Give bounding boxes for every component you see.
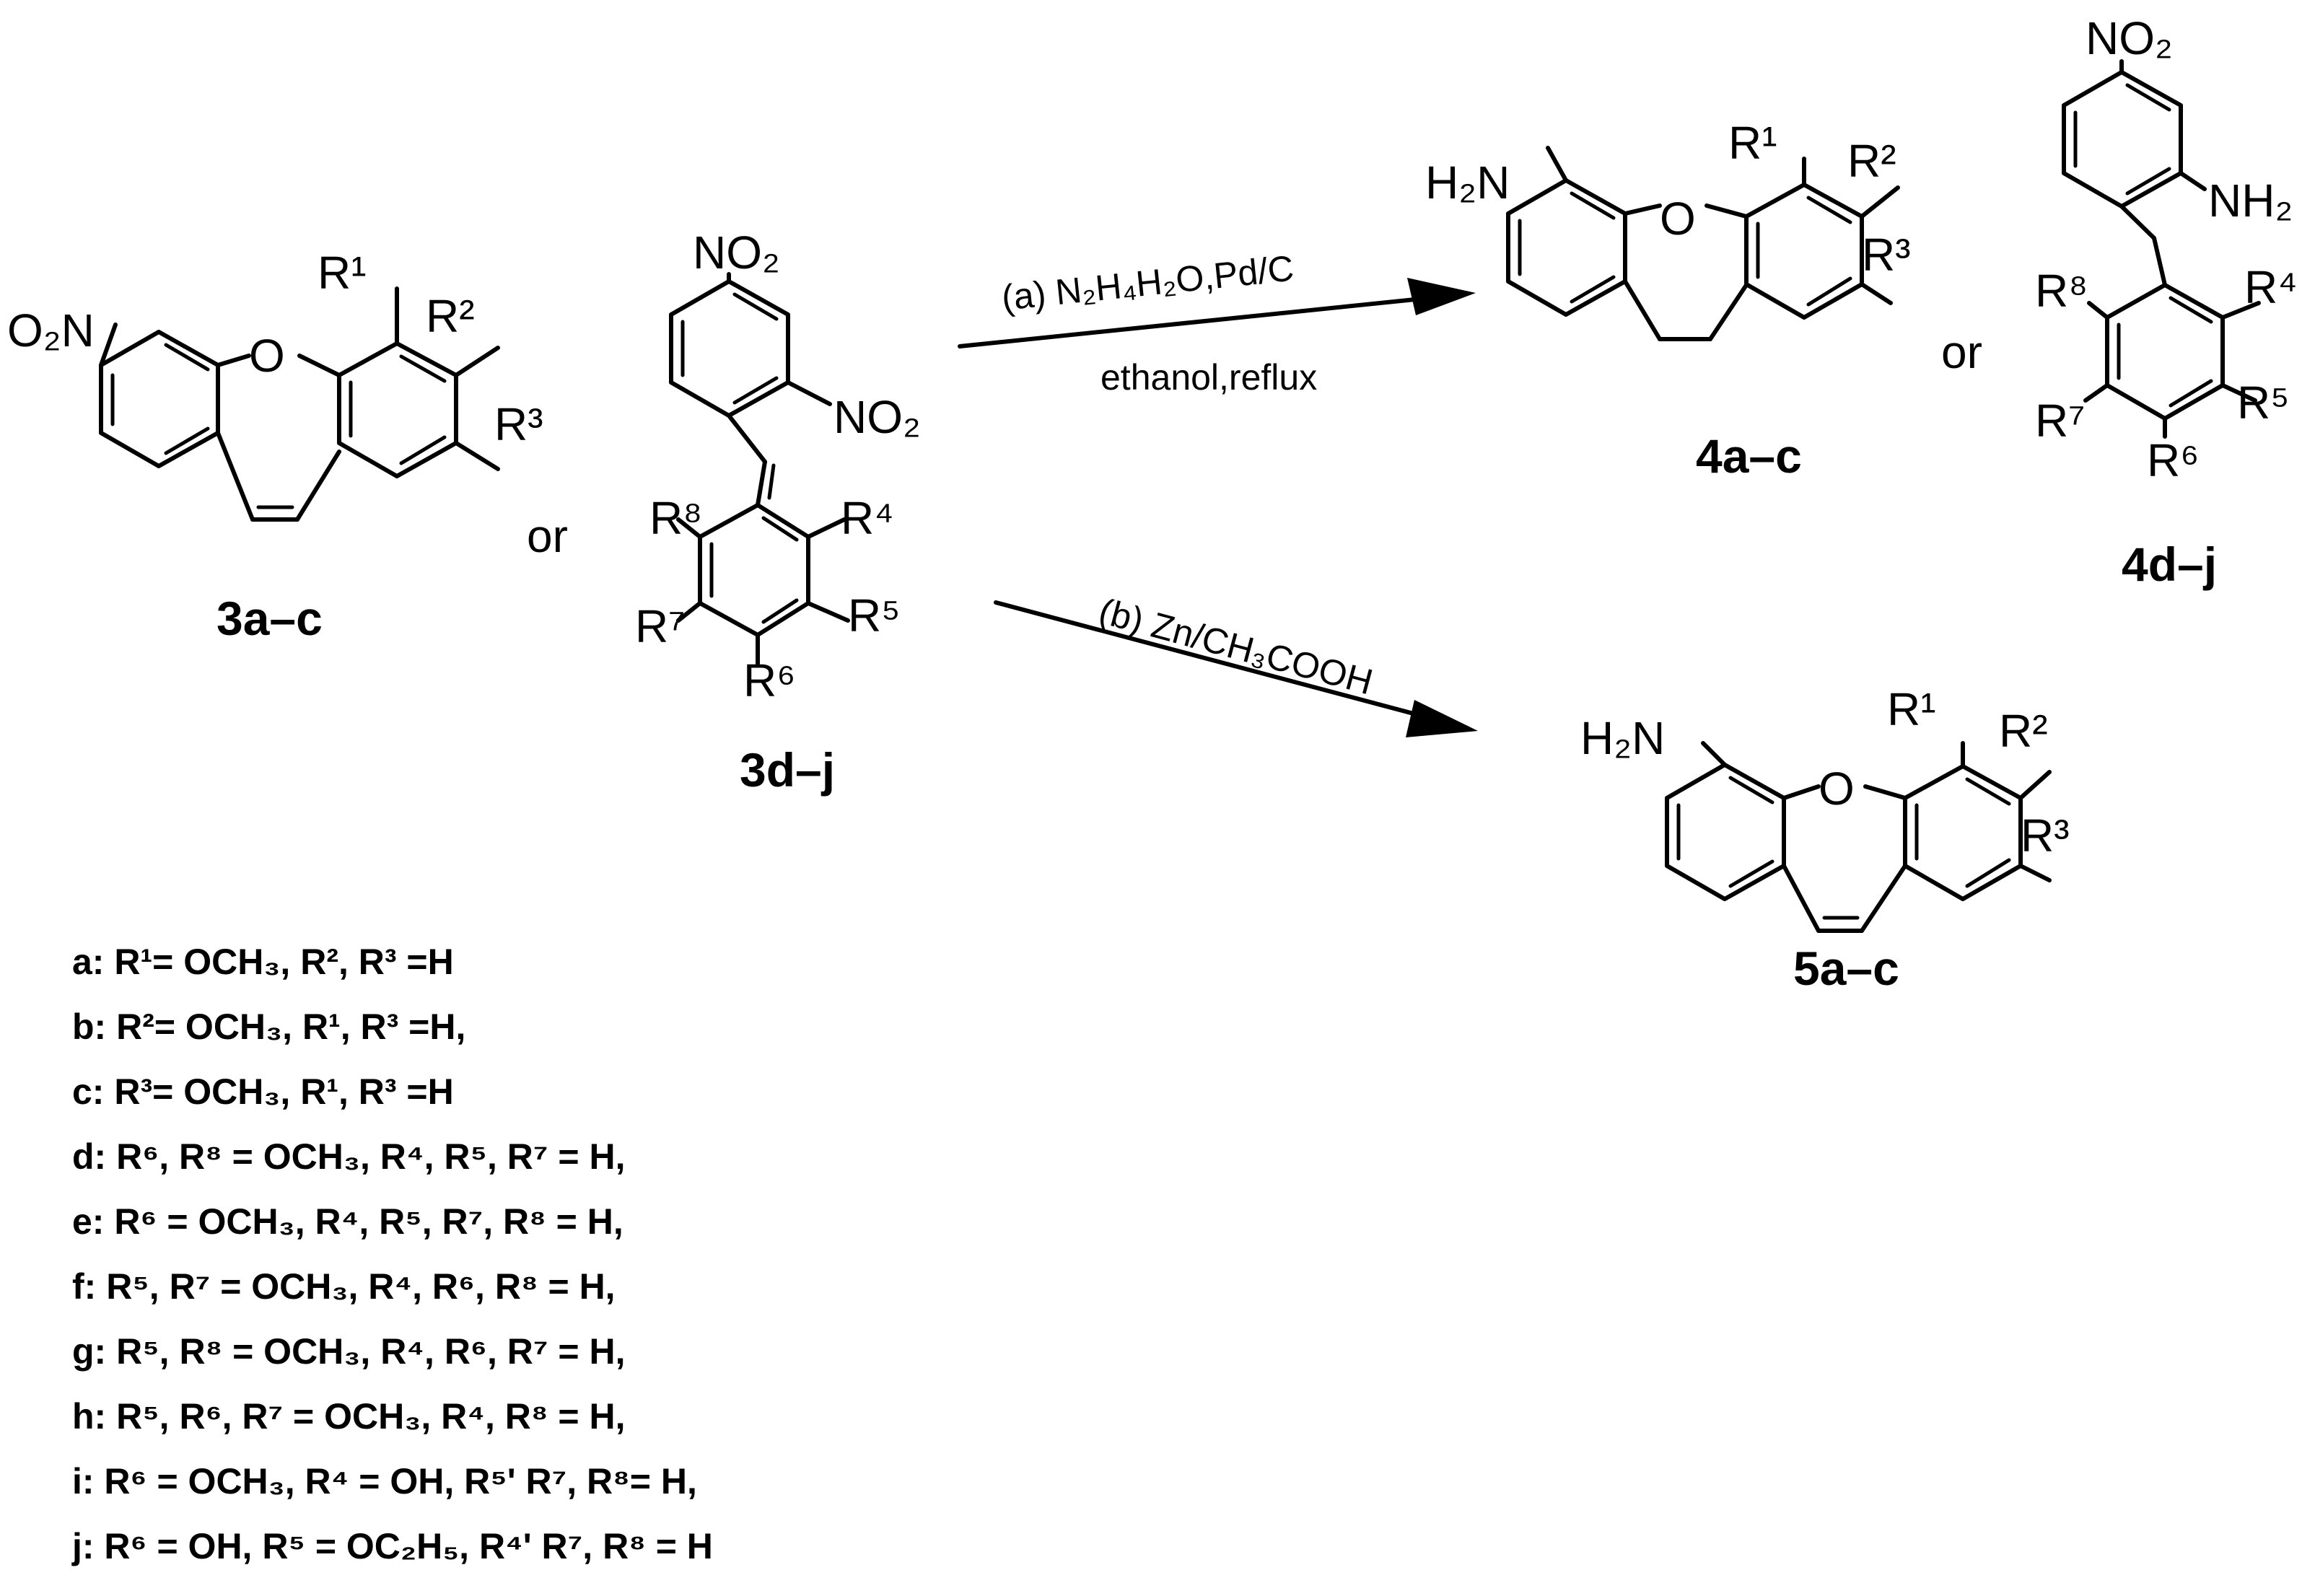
substituent-row-e: e: R⁶ = OCH₃, R⁴, R⁵, R⁷, R⁸ = H, bbox=[72, 1201, 623, 1242]
condition-a-solvent: ethanol,reflux bbox=[1100, 357, 1317, 398]
substituent-row-h: h: R⁵, R⁶, R⁷ = OCH₃, R⁴, R⁸ = H, bbox=[72, 1396, 625, 1437]
amine-label-5ac: H₂N bbox=[1580, 712, 1665, 764]
oxygen-label-4ac: O bbox=[1660, 193, 1696, 245]
r1-label-3ac: R¹ bbox=[318, 247, 367, 299]
compound-label-3d-j: 3d–j bbox=[740, 743, 835, 797]
amine-label-4ac: H₂N bbox=[1425, 157, 1510, 209]
r5-label-4dj: R⁵ bbox=[2237, 377, 2290, 429]
r7-label-3dj: R⁷ bbox=[635, 600, 685, 652]
nitro-label-top-3dj: NO₂ bbox=[693, 227, 780, 279]
r1-label-5ac: R¹ bbox=[1887, 683, 1936, 735]
r2-label-4ac: R² bbox=[1847, 135, 1896, 187]
r2-label-5ac: R² bbox=[1999, 705, 2048, 757]
substituent-row-g: g: R⁵, R⁸ = OCH₃, R⁴, R⁶, R⁷ = H, bbox=[72, 1331, 625, 1372]
r5-label-3dj: R⁵ bbox=[848, 589, 901, 641]
r4-label-4dj: R⁴ bbox=[2244, 261, 2298, 313]
arrow-b bbox=[994, 600, 1478, 737]
structure-4d-j: NO₂ NH₂ R⁸ R⁴ R⁷ R⁵ R⁶ bbox=[2035, 12, 2298, 486]
or-label-2: or bbox=[1941, 326, 1982, 378]
structure-3d-j: NO₂ NO₂ R⁸ R⁴ R⁷ R⁵ R⁶ bbox=[635, 227, 921, 706]
structure-3a-c: O₂N O R¹ R² R³ bbox=[7, 247, 543, 522]
substituent-row-c: c: R³= OCH₃, R¹, R³ =H bbox=[72, 1071, 454, 1112]
compound-label-5a-c: 5a–c bbox=[1793, 942, 1899, 995]
substituent-row-j: j: R⁶ = OH, R⁵ = OC₂H₅, R⁴ʹ R⁷, R⁸ = H bbox=[71, 1526, 713, 1566]
structure-5a-c: H₂N O R¹ R² R³ bbox=[1580, 683, 2070, 933]
r3-label-4ac: R³ bbox=[1862, 229, 1911, 281]
r3-label-5ac: R³ bbox=[2021, 810, 2070, 861]
nitro-label-4dj: NO₂ bbox=[2086, 12, 2173, 64]
oxygen-label-5ac: O bbox=[1819, 763, 1855, 815]
nitro-label-3ac: O₂N bbox=[7, 304, 95, 356]
structure-4a-c: H₂N O R¹ R² R³ bbox=[1425, 117, 1911, 341]
compound-label-4d-j: 4d–j bbox=[2122, 538, 2217, 591]
arrow-a bbox=[958, 278, 1476, 348]
r6-label-4dj: R⁶ bbox=[2147, 434, 2200, 486]
substituent-row-f: f: R⁵, R⁷ = OCH₃, R⁴, R⁶, R⁸ = H, bbox=[72, 1266, 616, 1307]
r2-label-3ac: R² bbox=[426, 290, 475, 342]
compound-label-3a-c: 3a–c bbox=[216, 592, 323, 645]
r6-label-3dj: R⁶ bbox=[743, 654, 796, 706]
nitro-label-ortho-3dj: NO₂ bbox=[833, 391, 921, 443]
compound-label-4a-c: 4a–c bbox=[1696, 429, 1802, 483]
substituent-row-i: i: R⁶ = OCH₃, R⁴ = OH, R⁵ʹ R⁷, R⁸= H, bbox=[72, 1461, 697, 1501]
r8-label-4dj: R⁸ bbox=[2035, 265, 2088, 317]
oxygen-label-3ac: O bbox=[249, 330, 285, 382]
r4-label-3dj: R⁴ bbox=[841, 492, 894, 544]
condition-b-reagent: (b) Zn/CH₃COOH bbox=[1095, 591, 1377, 703]
substituent-legend: a: R¹= OCH₃, R², R³ =H b: R²= OCH₃, R¹, … bbox=[71, 942, 713, 1566]
substituent-row-b: b: R²= OCH₃, R¹, R³ =H, bbox=[72, 1007, 465, 1047]
substituent-row-d: d: R⁶, R⁸ = OCH₃, R⁴, R⁵, R⁷ = H, bbox=[72, 1136, 625, 1177]
r7-label-4dj: R⁷ bbox=[2035, 395, 2085, 447]
substituent-row-a: a: R¹= OCH₃, R², R³ =H bbox=[72, 942, 454, 982]
r8-label-3dj: R⁸ bbox=[649, 492, 702, 544]
or-label-1: or bbox=[527, 510, 568, 562]
condition-a-reagent: (a) N₂H₄H₂O,Pd/C bbox=[999, 247, 1295, 317]
r3-label-3ac: R³ bbox=[494, 398, 543, 450]
r1-label-4ac: R¹ bbox=[1728, 117, 1777, 169]
amine-label-4dj: NH₂ bbox=[2208, 175, 2293, 227]
